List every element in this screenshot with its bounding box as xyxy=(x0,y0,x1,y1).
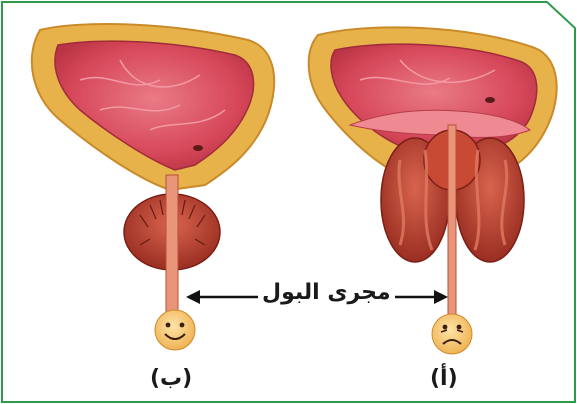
sad-face-icon xyxy=(432,314,472,354)
ureter-opening-a xyxy=(485,97,495,103)
smiley-face-icon xyxy=(155,310,195,350)
urethra-a xyxy=(448,125,456,325)
urethra-tube-b xyxy=(166,175,178,315)
figure-a-caption: (أ) xyxy=(430,366,458,391)
figure-b-caption: (ب) xyxy=(150,366,192,391)
ureter-opening-b xyxy=(193,145,203,151)
urethra-label: مجرى البول xyxy=(258,280,395,305)
